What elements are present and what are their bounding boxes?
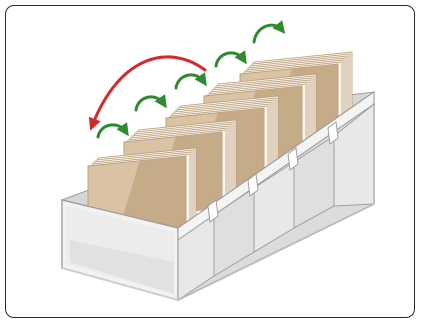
- green-curved-arrow-icon: [214, 50, 247, 68]
- tray-dividers: [61, 102, 375, 301]
- red-curved-arrow-icon: [88, 55, 207, 131]
- green-curved-arrow-icon: [96, 122, 129, 139]
- green-curved-arrow-icon: [252, 20, 286, 44]
- green-curved-arrow-icon: [134, 94, 167, 112]
- green-curved-arrow-icon: [174, 72, 207, 90]
- move-arrows: [88, 20, 286, 139]
